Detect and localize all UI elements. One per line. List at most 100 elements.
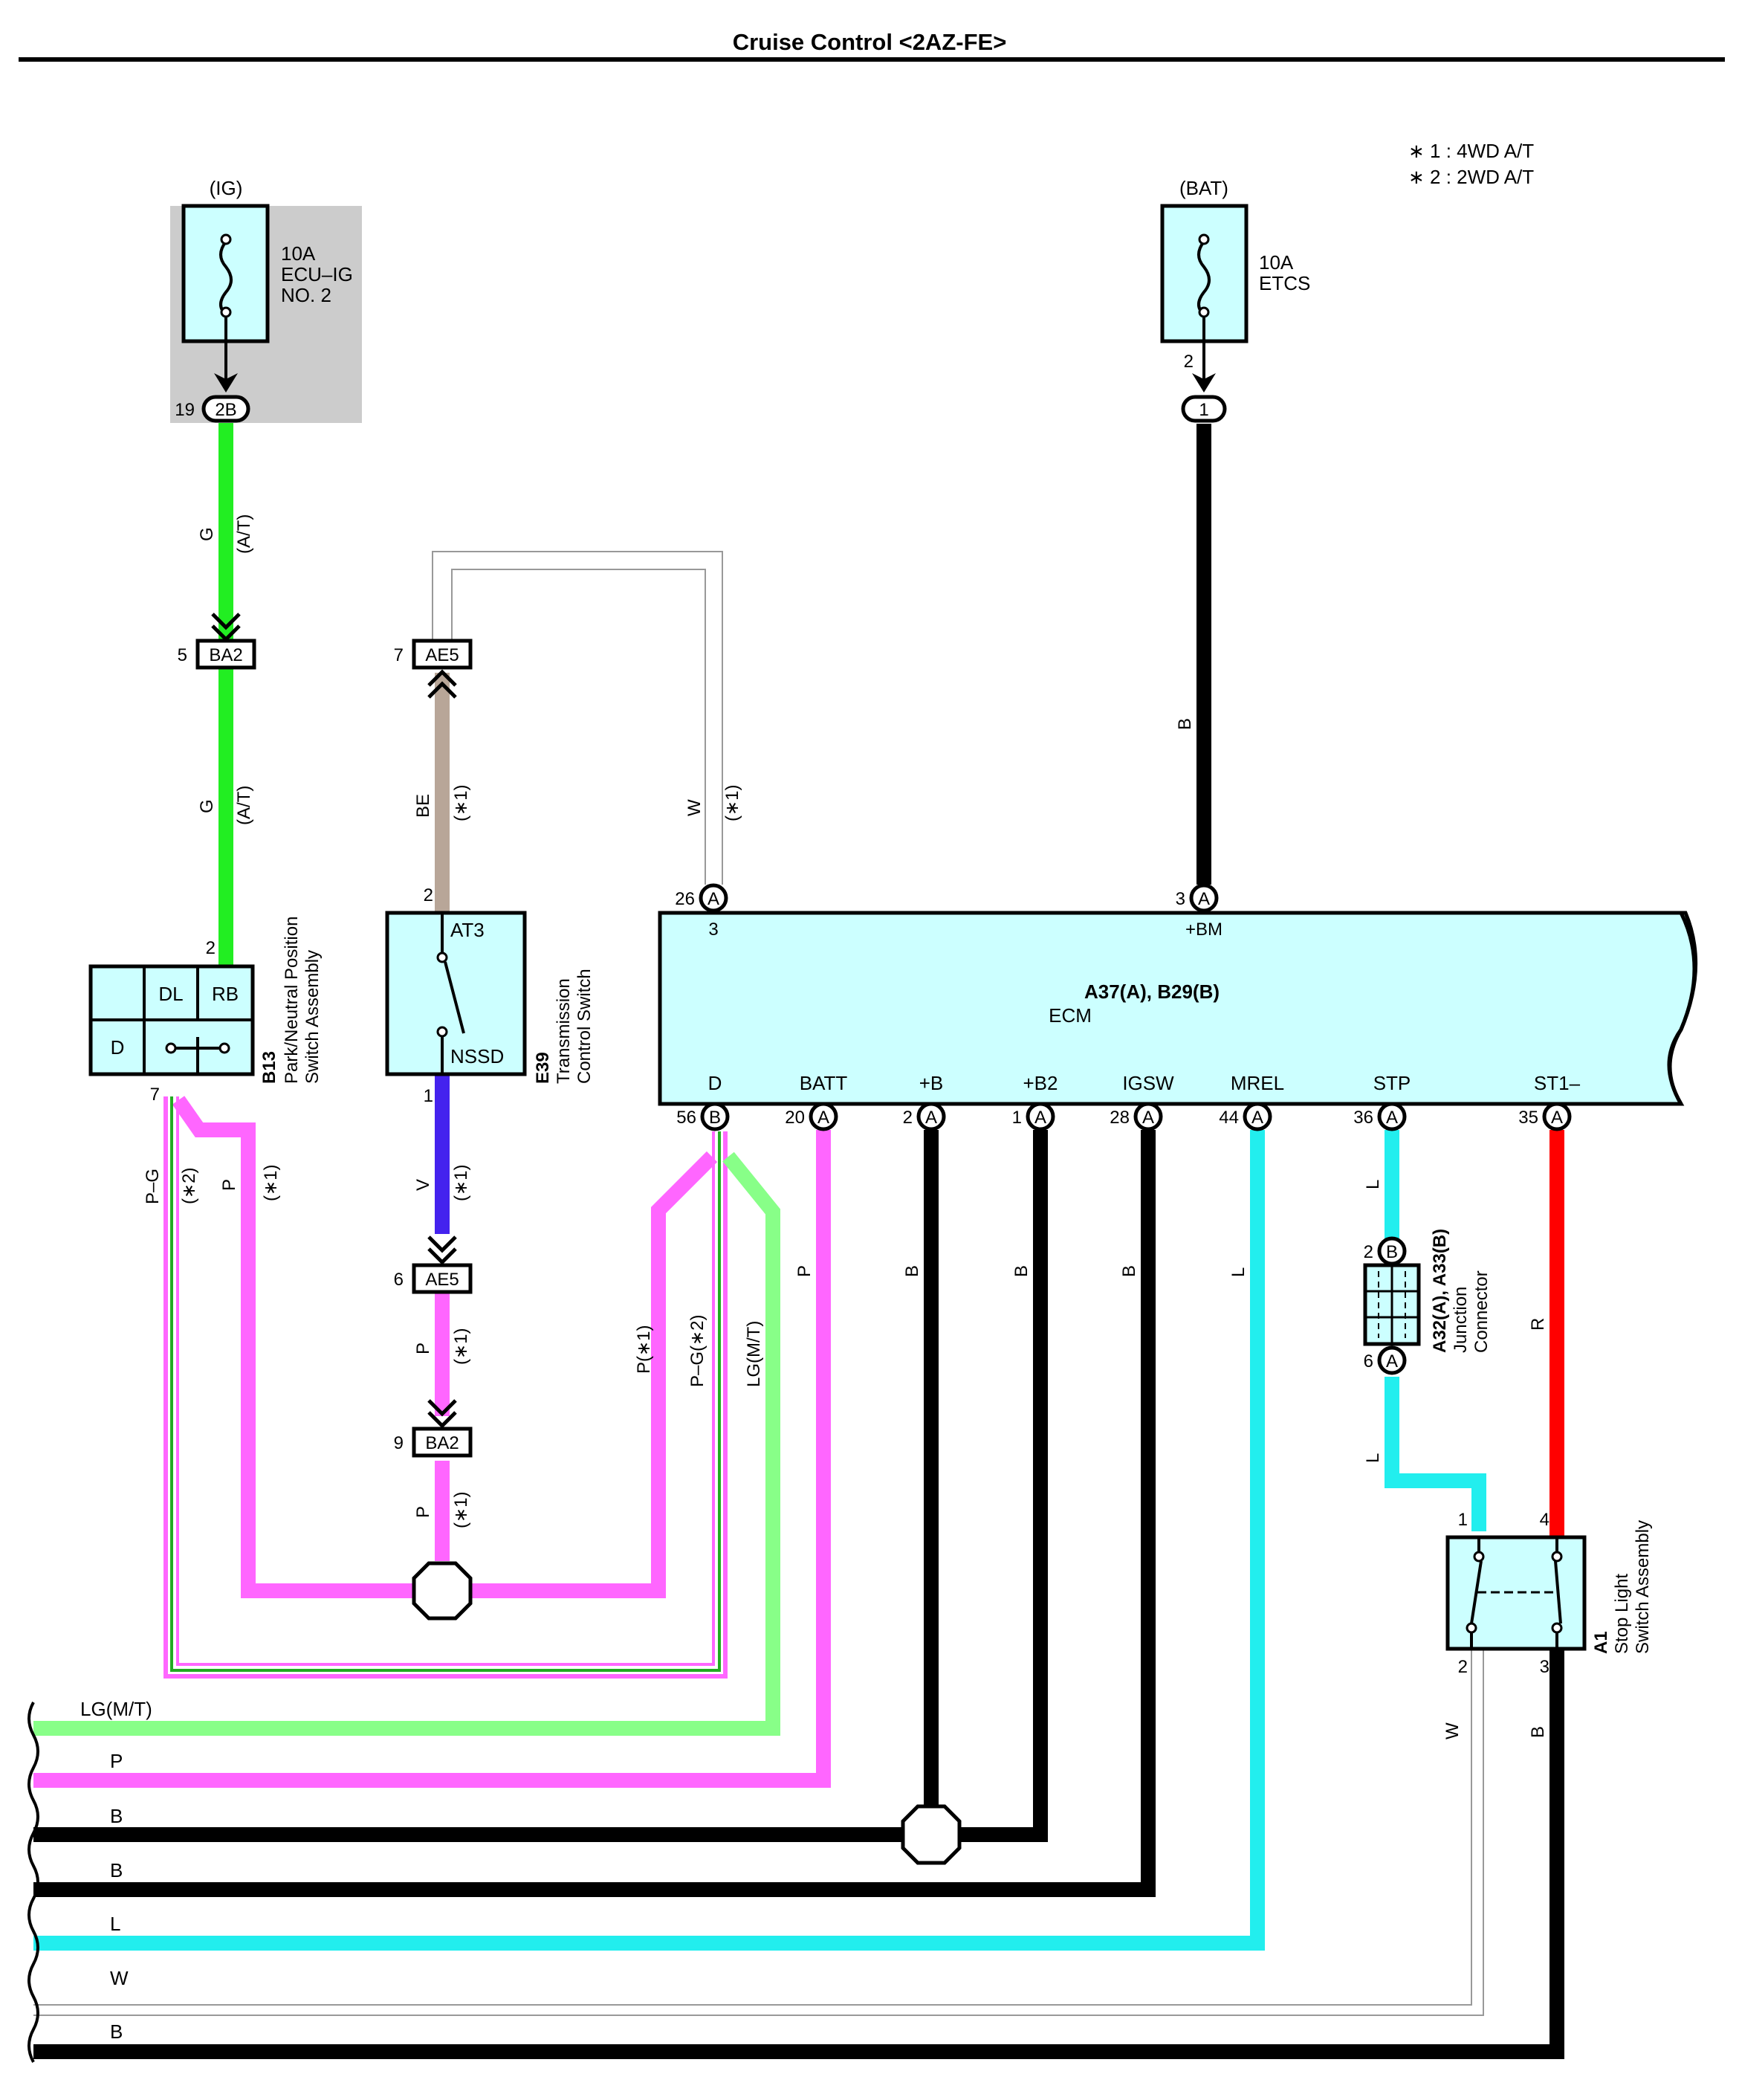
svg-text:7: 7 — [394, 645, 404, 665]
svg-text:IGSW: IGSW — [1122, 1072, 1174, 1094]
svg-text:2: 2 — [1364, 1242, 1373, 1262]
connector-chevron-icon — [427, 1235, 457, 1265]
ecm-pin-plusb2: A 1 +B2 — [1012, 1072, 1058, 1131]
wire-b-plusb2 — [959, 1130, 1048, 1842]
svg-text:A: A — [817, 1108, 829, 1128]
svg-text:P: P — [794, 1265, 815, 1277]
a1-name1: Stop Light — [1612, 1574, 1632, 1654]
svg-text:A: A — [925, 1108, 937, 1128]
ecm-id: A37(A), B29(B) — [1084, 980, 1220, 1003]
wire-pg-p2 — [176, 1096, 715, 1666]
switch-contact-icon — [436, 952, 448, 963]
svg-text:+B: +B — [919, 1072, 944, 1094]
cont-label-b3: B — [110, 2020, 123, 2043]
junction-name2: Connector — [1471, 1270, 1492, 1353]
wire-pg-p — [163, 1096, 728, 1679]
svg-text:AE5: AE5 — [425, 1270, 459, 1290]
fuse-ig-pin: 19 — [175, 400, 195, 420]
svg-text:56: 56 — [676, 1108, 696, 1128]
wire-w-sl-outer — [33, 1649, 1472, 2006]
ecm-pin-stp: A 36 STP — [1353, 1072, 1411, 1131]
junction-name1: Junction — [1451, 1287, 1471, 1353]
fuse-ig-arrow-icon — [214, 373, 238, 392]
svg-text:P: P — [413, 1343, 433, 1354]
svg-text:A: A — [1386, 1351, 1398, 1372]
svg-text:9: 9 — [394, 1433, 404, 1453]
b13-name2: Switch Assembly — [302, 950, 323, 1084]
wire-b-sl — [33, 1649, 1564, 2059]
ecm: A37(A), B29(B) ECM A 26 3 A 3 +BM B 56 D… — [658, 883, 1698, 1131]
cont-label-b1: B — [110, 1805, 123, 1827]
splice-p — [412, 1561, 473, 1621]
svg-text:A: A — [1198, 889, 1210, 909]
svg-text:AE5: AE5 — [425, 645, 459, 665]
svg-text:28: 28 — [1110, 1108, 1130, 1128]
e39-name2: Control Switch — [574, 969, 595, 1084]
svg-text:+BM: +BM — [1185, 920, 1223, 940]
svg-text:36: 36 — [1353, 1108, 1373, 1128]
park-neutral-switch: DL RB D 2 7 B13 Park/Neutral Position Sw… — [88, 917, 323, 1105]
svg-text:(∗1): (∗1) — [451, 1165, 471, 1201]
fuse-ig-name2: NO. 2 — [281, 284, 331, 306]
note-2: ∗ 2 : 2WD A/T — [1408, 166, 1534, 188]
svg-text:MREL: MREL — [1231, 1072, 1284, 1094]
fuse-bat: (BAT) 10A ETCS 2 1 — [1160, 177, 1310, 423]
note-1: ∗ 1 : 4WD A/T — [1408, 140, 1534, 162]
svg-text:B: B — [1386, 1242, 1398, 1262]
e39-id: E39 — [533, 1052, 553, 1084]
svg-text:W: W — [1442, 1722, 1463, 1739]
connector-chevron-icon — [427, 1399, 457, 1429]
svg-text:L: L — [1363, 1453, 1383, 1463]
svg-text:BA2: BA2 — [425, 1433, 459, 1453]
svg-text:A: A — [1142, 1108, 1154, 1128]
connector-ba2-bot: BA2 9 — [394, 1399, 473, 1458]
svg-text:L: L — [1228, 1267, 1249, 1277]
svg-text:A: A — [1551, 1108, 1563, 1128]
svg-text:BE: BE — [413, 794, 433, 818]
continuation-edge — [27, 1702, 39, 2063]
wire-l-mrel — [33, 1130, 1265, 1951]
splice-b — [901, 1804, 962, 1865]
svg-text:G: G — [197, 527, 217, 541]
svg-text:1: 1 — [1012, 1108, 1022, 1128]
fuse-ig-connector: 2B — [215, 400, 236, 420]
svg-text:G: G — [197, 799, 217, 813]
wire-pg-g — [170, 1096, 721, 1672]
cont-label-b2: B — [110, 1859, 123, 1881]
svg-text:B: B — [1175, 718, 1195, 730]
ecm-pin-plusb: A 2 +B — [903, 1072, 946, 1131]
svg-text:W: W — [684, 799, 705, 816]
svg-text:5: 5 — [178, 645, 187, 665]
fuse-bat-arrow-icon — [1192, 373, 1216, 392]
svg-text:B: B — [1528, 1726, 1548, 1738]
svg-text:(∗1): (∗1) — [722, 785, 742, 821]
svg-text:B: B — [709, 1108, 721, 1128]
wire-labels: G (A/T) G (A/T) BE (∗1) W (∗1) B P–G (∗2… — [143, 514, 1548, 1739]
svg-text:2: 2 — [903, 1108, 913, 1128]
svg-text:BATT: BATT — [800, 1072, 848, 1094]
ecm-pin-d: B 56 D — [676, 1072, 730, 1131]
cont-label-lg: LG(M/T) — [80, 1698, 152, 1720]
svg-text:4: 4 — [1540, 1510, 1549, 1530]
e39-name1: Transmission — [554, 978, 574, 1084]
fuse-ig-supply: (IG) — [210, 177, 243, 199]
a1-id: A1 — [1591, 1631, 1611, 1654]
svg-text:2: 2 — [1458, 1657, 1468, 1677]
wire-p-d — [468, 1151, 718, 1598]
fuse-bat-connector: 1 — [1199, 400, 1208, 420]
b13-id: B13 — [259, 1051, 279, 1084]
title-rule — [19, 57, 1725, 62]
svg-text:NSSD: NSSD — [450, 1045, 504, 1067]
svg-text:P: P — [219, 1179, 239, 1191]
connector-ae5-top: AE5 7 — [394, 639, 473, 699]
cont-label-p: P — [110, 1750, 123, 1772]
b13-cell-d: D — [111, 1036, 125, 1059]
junction-connector: B 2 A 6 A32(A), A33(B) Junction Connecto… — [1363, 1229, 1492, 1375]
fuse-ig: (IG) 10A ECU–IG NO. 2 2B 19 — [170, 177, 362, 423]
svg-text:A: A — [1034, 1108, 1046, 1128]
svg-text:A: A — [1386, 1108, 1398, 1128]
svg-text:B: B — [902, 1265, 922, 1277]
svg-text:(∗1): (∗1) — [451, 785, 471, 821]
svg-text:20: 20 — [785, 1108, 805, 1128]
